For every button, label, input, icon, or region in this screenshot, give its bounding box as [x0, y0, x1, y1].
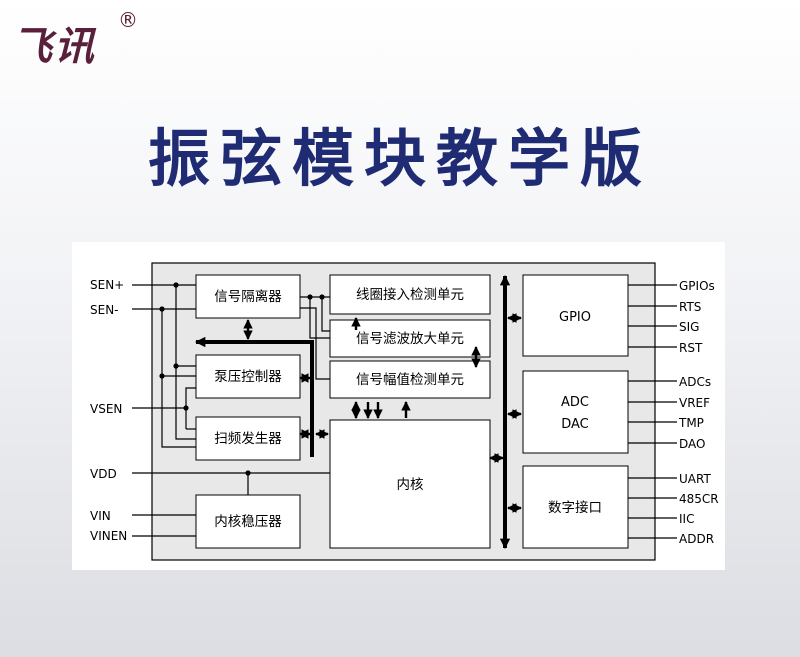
label-uart: UART — [679, 472, 711, 486]
block-regulator-box — [195, 494, 301, 549]
label-sen-minus: SEN- — [90, 303, 119, 317]
registered-mark: ® — [118, 8, 138, 32]
label-addr: ADDR — [679, 532, 714, 546]
block-adc-dac-box — [522, 370, 629, 454]
diagram-panel: 信号隔离器 泵压控制器 扫频发生器 内核稳压器 线圈接入检测单元 信号滤波放大单… — [72, 242, 725, 570]
brand-logo: 飞讯 — [12, 23, 96, 70]
right-labels: GPIOs RTS SIG RST ADCs VREF TMP DAO UART… — [678, 279, 719, 546]
analog-core-arrows — [351, 317, 411, 419]
block-coil-detect: 线圈接入检测单元 — [356, 286, 464, 303]
block-sweep: 扫频发生器 — [214, 431, 282, 447]
label-rst: RST — [679, 341, 703, 355]
block-regulator: 内核稳压器 — [214, 514, 282, 530]
label-rts: RTS — [679, 300, 701, 314]
label-gpios: GPIOs — [679, 279, 715, 293]
block-pump-box — [195, 354, 301, 399]
block-digital-interface-box — [522, 465, 629, 549]
label-vdd: VDD — [90, 467, 117, 481]
label-sig: SIG — [679, 320, 699, 334]
label-sen-plus: SEN+ — [90, 278, 124, 292]
label-vinen: VINEN — [90, 529, 127, 543]
label-adcs: ADCs — [679, 375, 711, 389]
label-vin: VIN — [90, 509, 111, 523]
block-isolation: 信号隔离器 — [214, 288, 282, 305]
block-gpio: GPIO — [559, 310, 591, 325]
bidirectional-arrows — [243, 313, 522, 513]
block-isolation-box — [195, 274, 301, 319]
label-dao: DAO — [679, 437, 705, 451]
left-labels: SEN+ SEN- VSEN VDD VIN VINEN — [90, 278, 127, 543]
label-vref: VREF — [679, 396, 710, 410]
block-gpio-box — [522, 274, 629, 357]
label-tmp: TMP — [678, 416, 704, 430]
label-iic: IIC — [679, 512, 694, 526]
junction-dots — [159, 282, 325, 476]
block-core-box — [329, 419, 491, 549]
block-adc: ADC — [561, 395, 589, 410]
block-dac: DAC — [561, 417, 589, 432]
block-amplifier: 信号滤波放大单元 — [356, 331, 464, 347]
page-title: 振弦模块教学版 — [147, 122, 652, 195]
internal-bus-left — [194, 336, 314, 457]
block-diagram: 信号隔离器 泵压控制器 扫频发生器 内核稳压器 线圈接入检测单元 信号滤波放大单… — [90, 262, 719, 561]
block-digital-interface: 数字接口 — [548, 499, 602, 516]
signal-wires — [132, 284, 677, 539]
label-vsen: VSEN — [90, 402, 122, 416]
block-core: 内核 — [397, 477, 424, 493]
label-485cr: 485CR — [679, 492, 719, 506]
block-pump: 泵压控制器 — [214, 369, 282, 385]
block-coil-detect-box — [329, 274, 491, 315]
block-amplitude-detect: 信号幅值检测单元 — [356, 372, 464, 388]
